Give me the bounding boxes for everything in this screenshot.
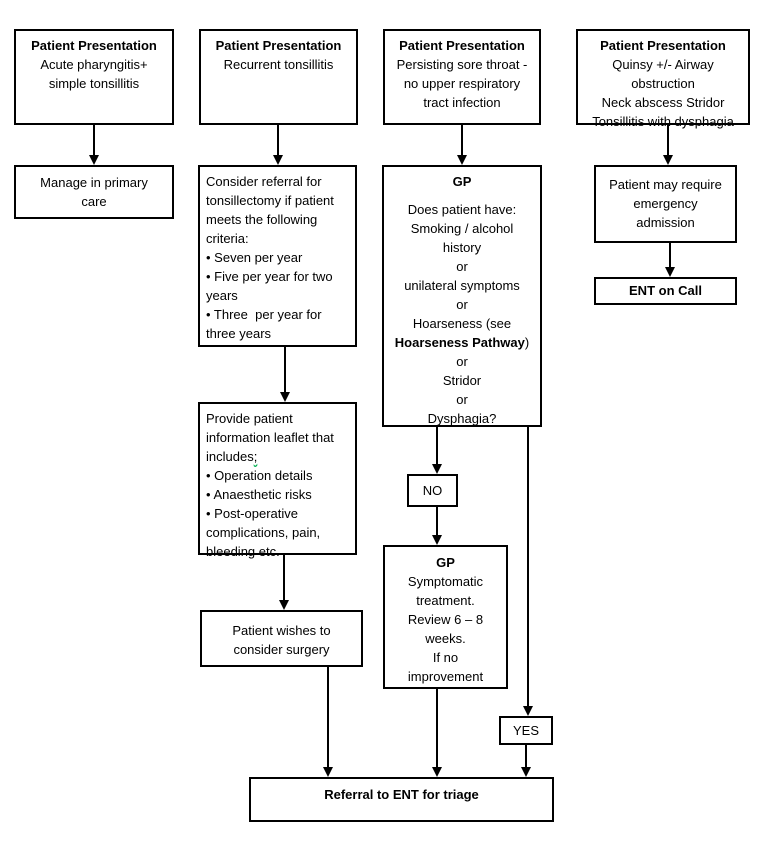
spacer [384, 191, 540, 200]
node-body: Acute pharyngitis+simple tonsillitis [40, 57, 148, 91]
node-body: Recurrent tonsillitis [223, 57, 334, 72]
edge-wishes-to-referral [327, 667, 329, 768]
ent-on-call-label: ENT on Call [629, 283, 702, 298]
node-title: Patient Presentation [215, 38, 342, 53]
node-yes: YES [499, 716, 553, 745]
edge-presentation1-to-manage [93, 125, 95, 156]
arrowhead-wishes-to-referral [323, 767, 333, 777]
arrowhead-no-to-symptomatic [432, 535, 442, 545]
no-label: NO [422, 483, 443, 498]
node-referral-ent-triage: Referral to ENT for triage [249, 777, 554, 822]
arrowhead-presentation4-to-emergency [663, 155, 673, 165]
grammar-squiggle: ; [253, 449, 258, 464]
arrowhead-yes-to-referral [521, 767, 531, 777]
edge-yes-to-referral [525, 745, 527, 768]
node-presentation-acute-pharyngitis: Patient Presentation Acute pharyngitis+s… [14, 29, 174, 125]
node-ent-on-call: ENT on Call [594, 277, 737, 305]
edge-emergency-to-ent [669, 243, 671, 268]
node-body-bottom: • Operation details• Anaesthetic risks• … [206, 468, 321, 559]
edge-presentation4-to-emergency [667, 125, 669, 156]
node-body: Persisting sore throat -no upper respira… [396, 57, 528, 110]
edge-consider-to-leaflet [284, 347, 286, 393]
arrowhead-leaflet-to-wishes [279, 600, 289, 610]
node-title: Patient Presentation [31, 38, 157, 53]
arrowhead-presentation3-to-gp [457, 155, 467, 165]
node-no: NO [407, 474, 458, 507]
node-presentation-persisting-sore-throat: Patient Presentation Persisting sore thr… [383, 29, 541, 125]
arrowhead-gp-to-yes [523, 706, 533, 716]
node-title: GP [436, 555, 455, 570]
edge-leaflet-to-wishes [283, 555, 285, 601]
arrowhead-gp-to-no [432, 464, 442, 474]
node-includes-line: includes; [206, 449, 258, 464]
edge-presentation2-to-consider [277, 125, 279, 156]
edge-gp-to-no [436, 427, 438, 465]
arrowhead-emergency-to-ent [665, 267, 675, 277]
arrowhead-symptomatic-to-referral [432, 767, 442, 777]
node-title: Patient Presentation [399, 38, 525, 53]
edge-gp-to-yes [527, 427, 529, 707]
arrowhead-presentation1-to-manage [89, 155, 99, 165]
edge-presentation3-to-gp [461, 125, 463, 156]
referral-triage-label: Referral to ENT for triage [324, 787, 479, 802]
edge-symptomatic-to-referral [436, 689, 438, 768]
arrowhead-presentation2-to-consider [273, 155, 283, 165]
node-title: GP [452, 174, 472, 189]
node-title: Patient Presentation [600, 38, 726, 53]
edge-no-to-symptomatic [436, 507, 438, 536]
yes-label: YES [512, 723, 539, 738]
arrowhead-consider-to-leaflet [280, 392, 290, 402]
node-hoarseness-pathway-line: Hoarseness Pathway) [394, 335, 530, 350]
node-presentation-recurrent-tonsillitis: Patient Presentation Recurrent tonsillit… [199, 29, 358, 125]
